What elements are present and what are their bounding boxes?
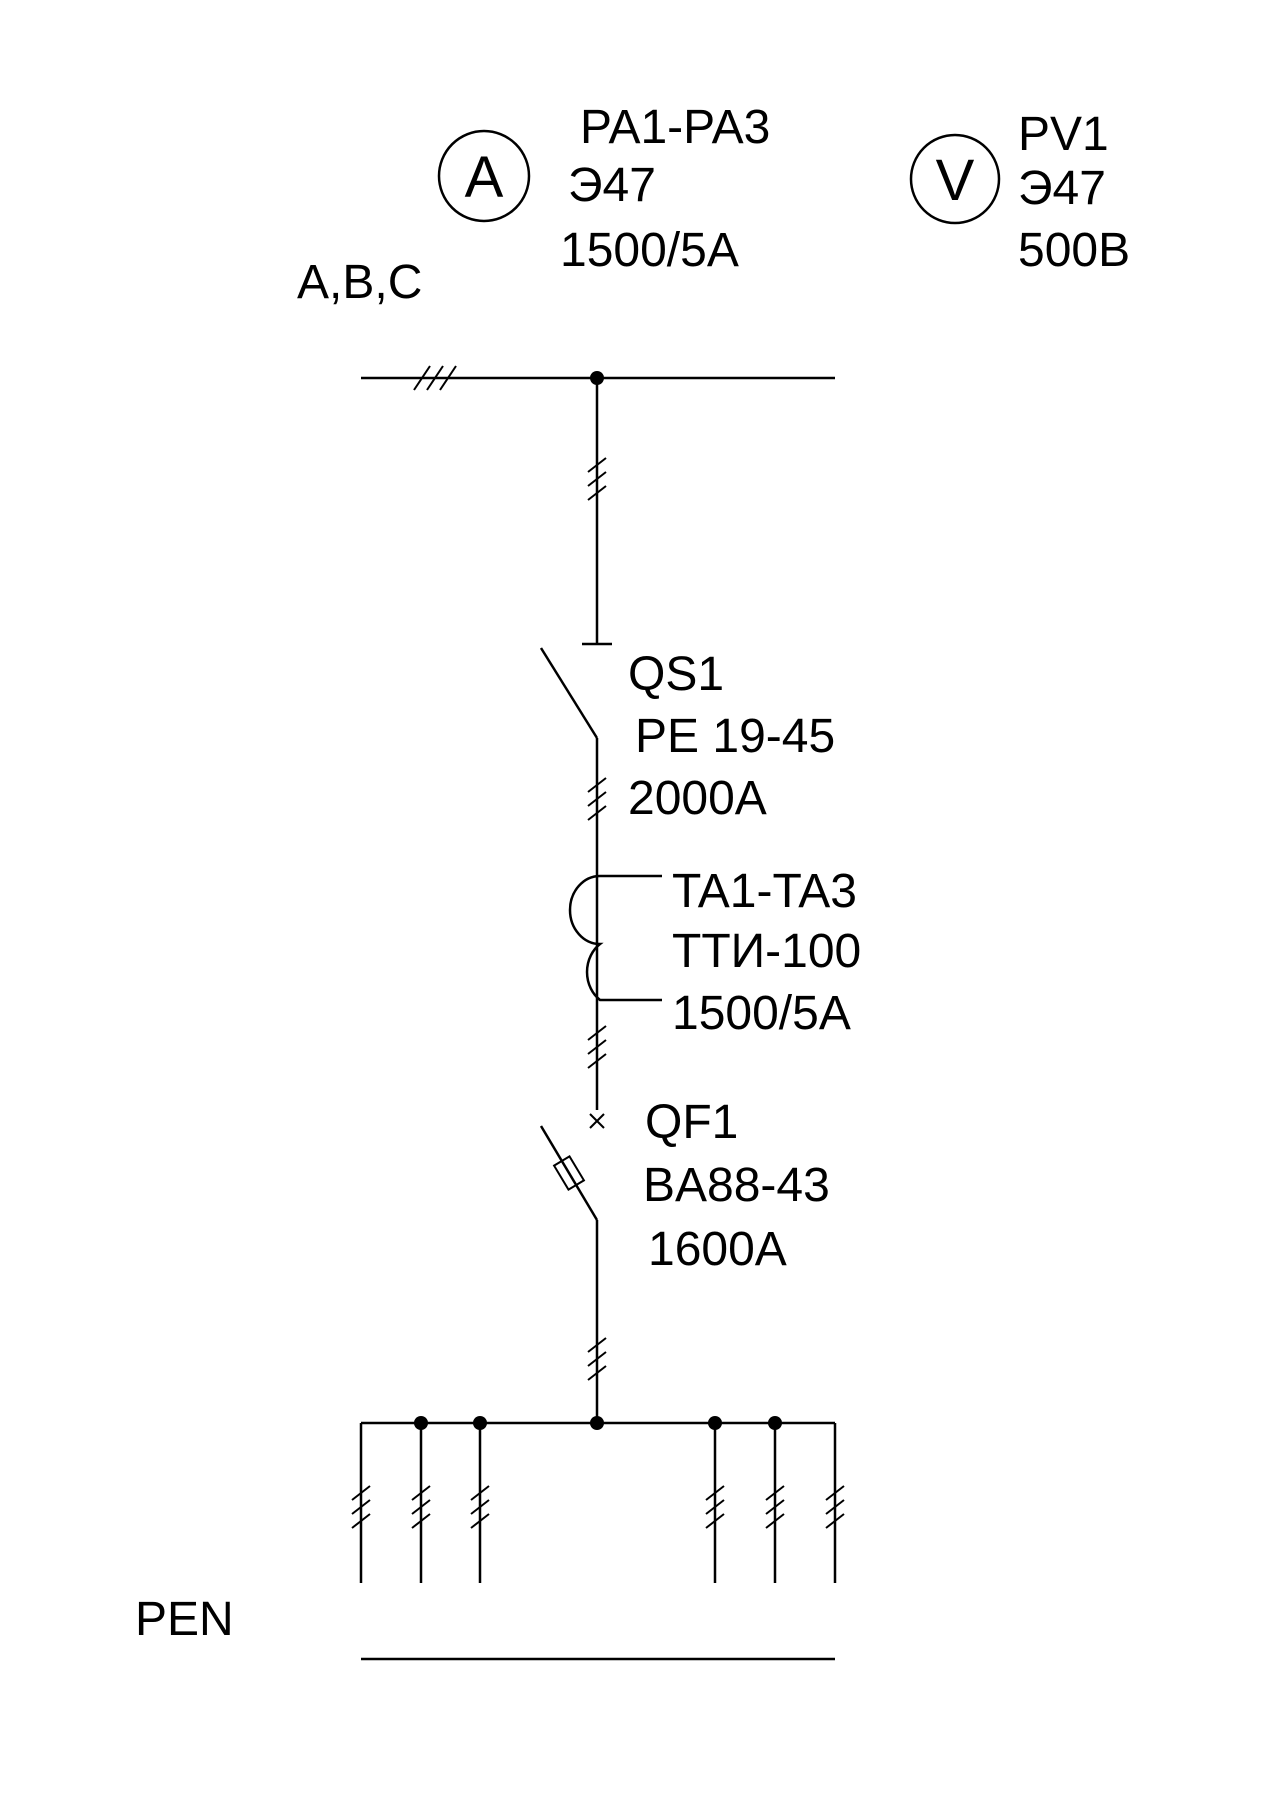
ammeter-letter: A <box>465 145 504 210</box>
outgoing-feeder-1 <box>351 1423 371 1583</box>
breaker-rating: 1600A <box>648 1223 787 1276</box>
current-transformer-symbol <box>568 874 662 1069</box>
voltmeter-letter: V <box>936 148 975 213</box>
busbar-phases-label: A,B,C <box>297 256 422 309</box>
ct-rating: 1500/5A <box>672 987 851 1040</box>
breaker-designation: QF1 <box>645 1096 738 1149</box>
lower-busbar <box>361 1416 835 1430</box>
voltmeter-symbol: V <box>909 133 1001 225</box>
ammeter-designation: PA1-PA3 <box>580 101 770 154</box>
outgoing-feeder-2 <box>411 1423 431 1583</box>
disconnector-type: PE 19-45 <box>635 710 835 763</box>
voltmeter-rating: 500В <box>1018 224 1130 277</box>
outgoing-feeder-5 <box>765 1423 785 1583</box>
outgoing-feeder-6 <box>825 1423 845 1583</box>
voltmeter-designation: PV1 <box>1018 108 1109 161</box>
outgoing-feeder-3 <box>470 1423 490 1583</box>
ammeter-type: Э47 <box>568 159 656 212</box>
ammeter-circle <box>437 129 531 223</box>
voltmeter-type: Э47 <box>1018 162 1106 215</box>
disconnector-blade <box>539 647 599 739</box>
circuit-breaker-symbol <box>539 1113 607 1423</box>
pen-label: PEN <box>135 1593 234 1646</box>
ct-type: ТТИ-100 <box>672 925 861 978</box>
breaker-release <box>552 1154 586 1192</box>
breaker-blade <box>539 1125 599 1221</box>
breaker-type: BA88-43 <box>643 1159 830 1212</box>
feeder-upper <box>582 378 612 646</box>
voltmeter-circle <box>909 133 1001 225</box>
disconnector-symbol <box>539 647 607 1110</box>
ammeter-symbol: A <box>437 129 531 223</box>
ammeter-rating: 1500/5A <box>560 224 739 277</box>
disconnector-rating: 2000A <box>628 772 767 825</box>
disconnector-designation: QS1 <box>628 648 724 701</box>
ct-winding <box>568 874 662 1002</box>
ct-designation: TA1-TA3 <box>672 865 857 918</box>
outgoing-feeder-4 <box>705 1423 725 1583</box>
